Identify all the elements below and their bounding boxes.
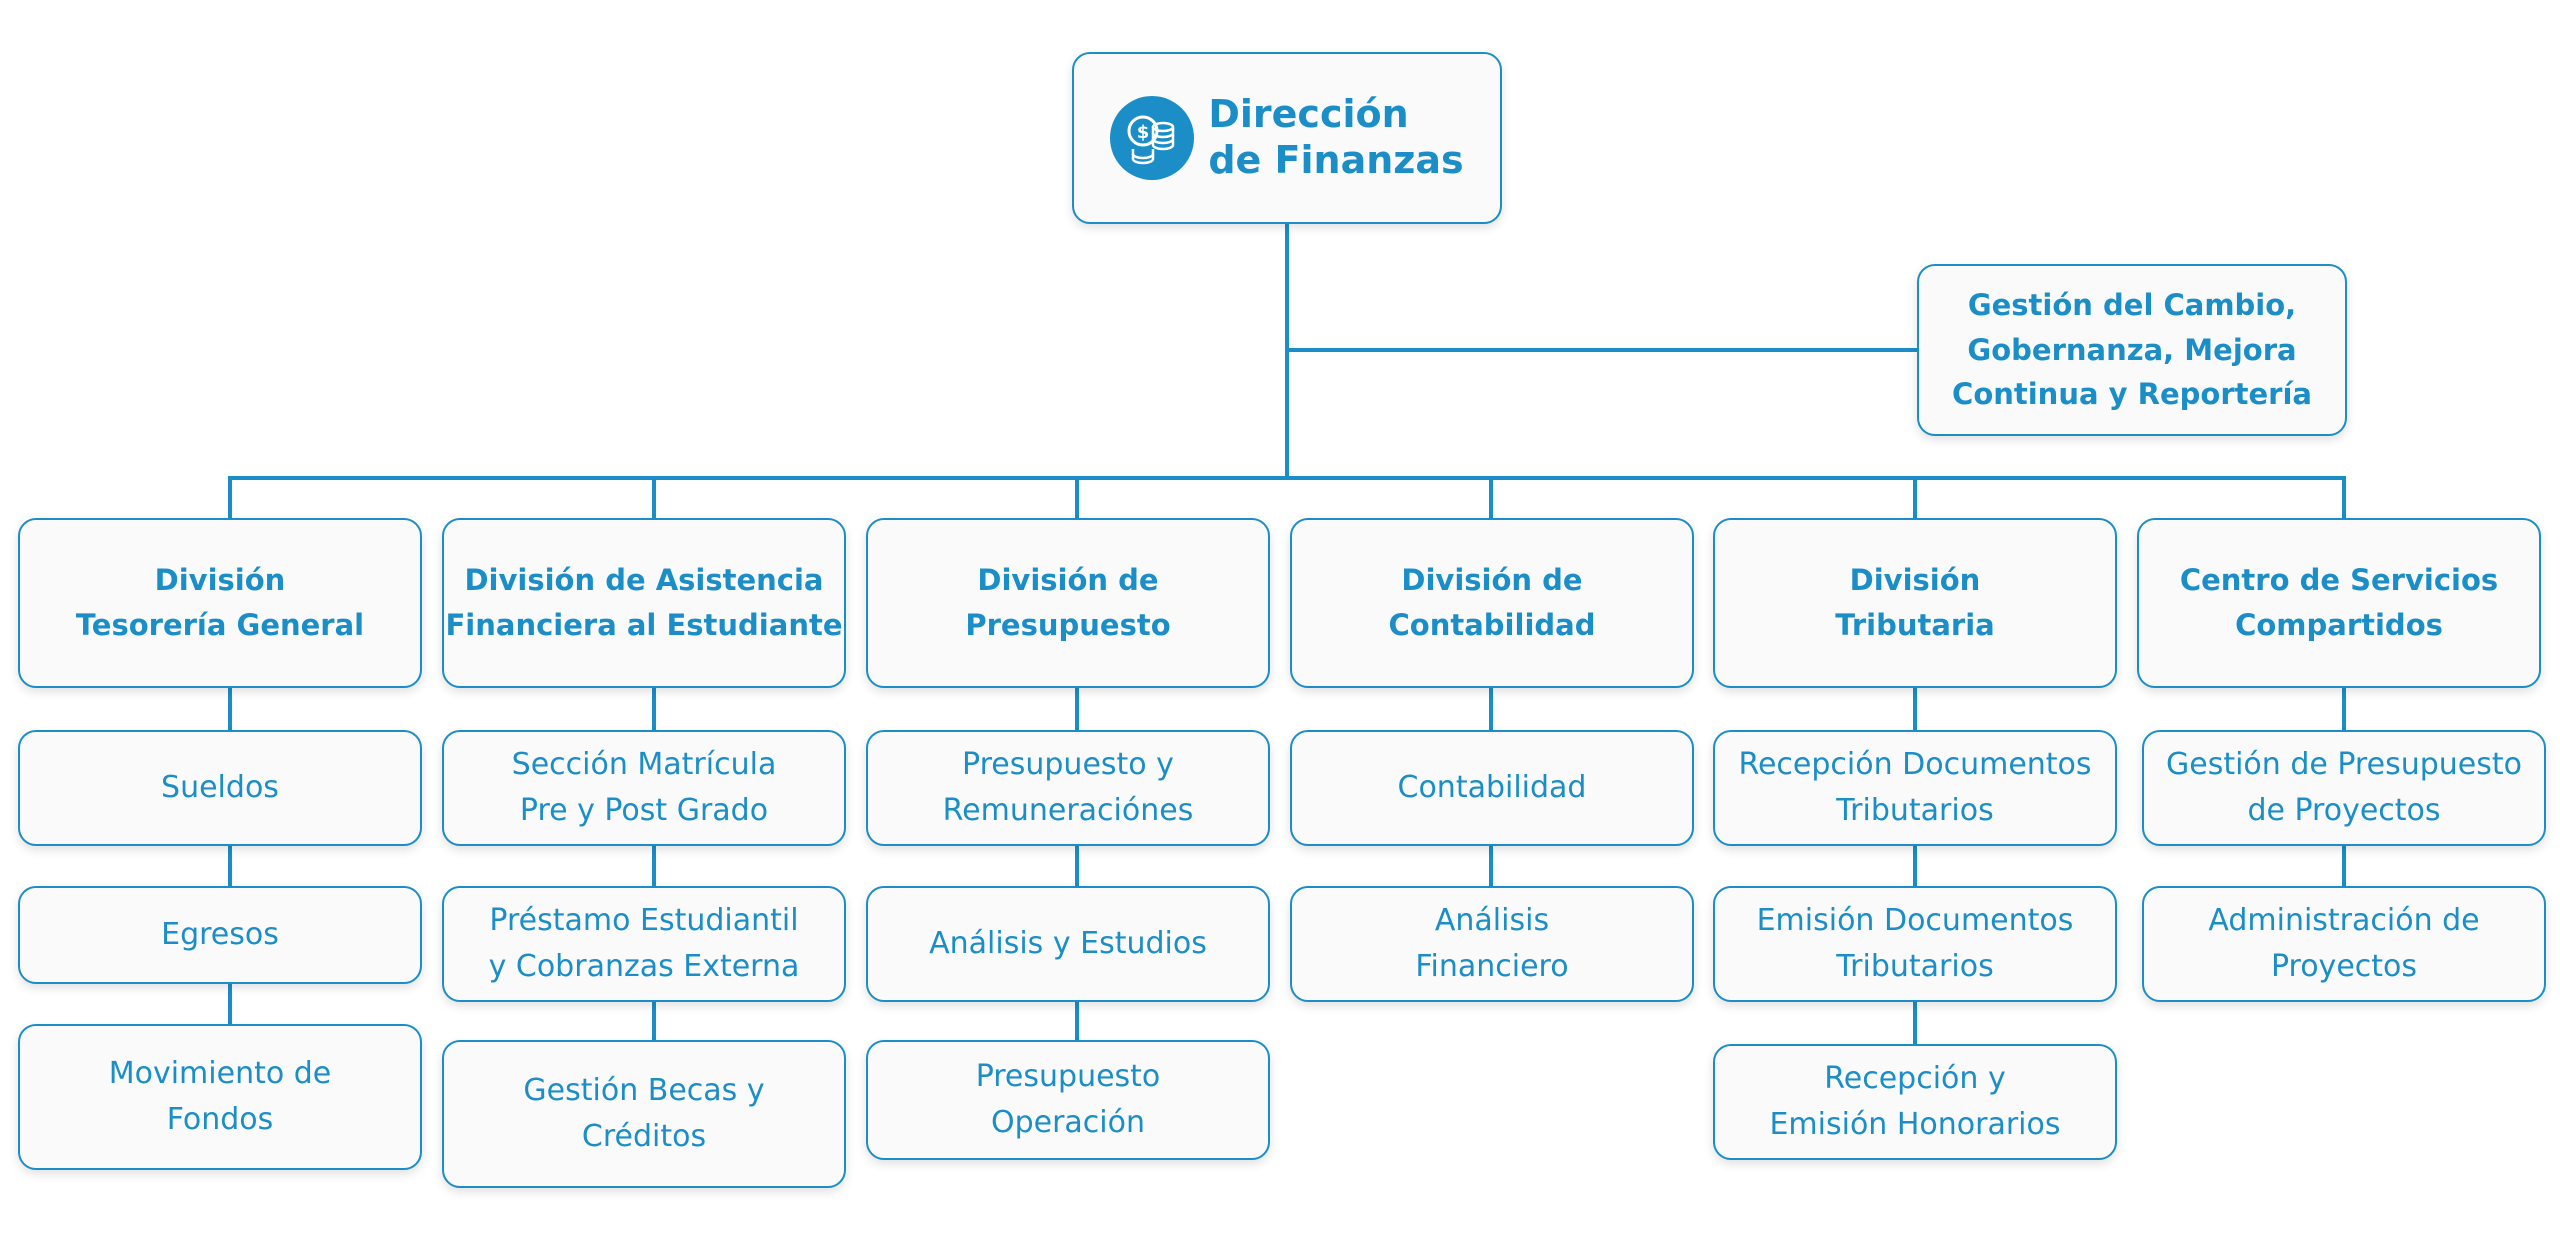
unit-box: Presupuesto y Remuneraciónes xyxy=(866,730,1270,846)
division-title: División de Presupuesto xyxy=(965,563,1171,642)
division-title: División Tesorería General xyxy=(75,563,365,642)
connector-horizontal-bus xyxy=(228,476,2346,480)
side-title: Gestión del Cambio, Gobernanza, Mejora C… xyxy=(1952,287,2312,412)
unit-box: Sección Matrícula Pre y Post Grado xyxy=(442,730,846,846)
connector-col-5 xyxy=(1913,476,1917,518)
division-header-5: División Tributaria xyxy=(1713,518,2117,688)
root-node-direccion-finanzas: $ Dirección de Finanzas xyxy=(1072,52,1502,224)
unit-label: Préstamo Estudiantil y Cobranzas Externa xyxy=(488,902,800,985)
division-header-2: División de Asistencia Financiera al Est… xyxy=(442,518,846,688)
unit-box: Gestión de Presupuesto de Proyectos xyxy=(2142,730,2546,846)
unit-label: Gestión Becas y Créditos xyxy=(523,1072,765,1155)
unit-label: Emisión Documentos Tributarios xyxy=(1756,902,2074,985)
unit-label: Análisis y Estudios xyxy=(929,925,1207,961)
unit-box: Movimiento de Fondos xyxy=(18,1024,422,1170)
unit-box: Análisis y Estudios xyxy=(866,886,1270,1002)
unit-box: Recepción Documentos Tributarios xyxy=(1713,730,2117,846)
unit-label: Recepción Documentos Tributarios xyxy=(1738,746,2092,829)
division-header-6: Centro de Servicios Compartidos xyxy=(2137,518,2541,688)
unit-label: Egresos xyxy=(161,916,279,952)
unit-box: Gestión Becas y Créditos xyxy=(442,1040,846,1188)
unit-box: Emisión Documentos Tributarios xyxy=(1713,886,2117,1002)
unit-box: Administración de Proyectos xyxy=(2142,886,2546,1002)
connector-col-5-stack xyxy=(1913,688,1917,1044)
connector-col-6 xyxy=(2342,476,2346,518)
unit-label: Contabilidad xyxy=(1397,769,1587,805)
division-header-1: División Tesorería General xyxy=(18,518,422,688)
unit-label: Sueldos xyxy=(161,769,279,805)
unit-box: Recepción y Emisión Honorarios xyxy=(1713,1044,2117,1160)
connector-col-1 xyxy=(228,476,232,518)
connector-col-3-stack xyxy=(1075,688,1079,1040)
division-header-4: División de Contabilidad xyxy=(1290,518,1694,688)
unit-box: Contabilidad xyxy=(1290,730,1694,846)
unit-box: Préstamo Estudiantil y Cobranzas Externa xyxy=(442,886,846,1002)
division-title: División de Contabilidad xyxy=(1388,563,1596,642)
root-title: Dirección de Finanzas xyxy=(1208,92,1464,182)
unit-label: Gestión de Presupuesto de Proyectos xyxy=(2166,746,2522,829)
connector-col-1-stack xyxy=(228,688,232,1028)
unit-box: Presupuesto Operación xyxy=(866,1040,1270,1160)
division-header-3: División de Presupuesto xyxy=(866,518,1270,688)
unit-label: Administración de Proyectos xyxy=(2208,902,2480,985)
division-title: Centro de Servicios Compartidos xyxy=(2179,563,2499,642)
unit-box: Análisis Financiero xyxy=(1290,886,1694,1002)
unit-label: Sección Matrícula Pre y Post Grado xyxy=(511,746,777,829)
unit-box: Sueldos xyxy=(18,730,422,846)
connector-col-3 xyxy=(1075,476,1079,518)
connector-side xyxy=(1287,348,1917,352)
unit-label: Recepción y Emisión Honorarios xyxy=(1769,1060,2061,1143)
unit-label: Presupuesto Operación xyxy=(975,1058,1161,1141)
division-title: División Tributaria xyxy=(1835,563,1995,642)
unit-label: Presupuesto y Remuneraciónes xyxy=(942,746,1194,829)
coins-dollar-icon: $ xyxy=(1110,96,1195,180)
unit-label: Análisis Financiero xyxy=(1415,902,1569,985)
unit-label: Movimiento de Fondos xyxy=(108,1055,332,1138)
unit-box: Egresos xyxy=(18,886,422,984)
connector-root-down xyxy=(1285,224,1289,480)
division-title: División de Asistencia Financiera al Est… xyxy=(445,563,843,642)
side-node-gestion-cambio: Gestión del Cambio, Gobernanza, Mejora C… xyxy=(1917,264,2347,436)
svg-text:$: $ xyxy=(1137,122,1150,143)
connector-col-2-stack xyxy=(652,688,656,1040)
connector-col-2 xyxy=(652,476,656,518)
connector-col-4 xyxy=(1489,476,1493,518)
